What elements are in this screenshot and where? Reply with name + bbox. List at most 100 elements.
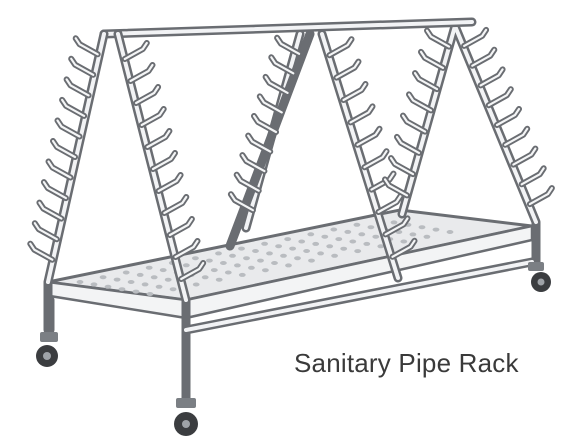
shelf-hole (266, 251, 273, 256)
shelf-hole (298, 239, 306, 244)
shelf-hole (294, 256, 301, 261)
shelf-hole (238, 246, 245, 251)
shelf-hole (201, 275, 209, 280)
shelf-hole (418, 225, 426, 230)
shelf-hole (353, 222, 361, 227)
pipe-hook (247, 134, 272, 153)
pipe-hook (258, 95, 283, 114)
pipe-hook (528, 187, 553, 206)
pipe-hook (42, 181, 67, 200)
pipe-hook (342, 82, 367, 102)
caster-wheels (36, 262, 551, 436)
shelf-hole (321, 234, 329, 239)
shelf-hole (257, 258, 264, 263)
pipe-hook (407, 93, 433, 112)
pipe-hook (384, 217, 409, 236)
pipe-hook (471, 48, 496, 67)
shelf-hole (312, 241, 320, 246)
shelf-hole (136, 272, 144, 277)
pipe-hook (512, 147, 537, 166)
shelf-hole (146, 292, 154, 296)
shelf-hole (215, 251, 222, 256)
pipe-hook (395, 135, 421, 154)
shelf-holes (76, 218, 454, 296)
shelf-hole (243, 256, 250, 261)
pipe-hook (65, 78, 90, 97)
pipe-hook (33, 222, 58, 241)
shelf-hole (284, 237, 292, 242)
shelf-hole (210, 268, 218, 273)
shelf-hole (275, 244, 282, 249)
shelf-hole (252, 249, 259, 253)
pipe-hook (520, 167, 545, 186)
shelf-hole (308, 258, 315, 263)
shelf-hole (423, 234, 431, 239)
pipe-hook (70, 57, 95, 76)
shelf-hole (271, 261, 278, 265)
shelf-hole (238, 272, 246, 277)
shelf-hole (150, 275, 158, 280)
shelf-hole (367, 225, 375, 230)
shelf-hole (358, 232, 366, 237)
shelf-hole (317, 251, 324, 256)
pipe-hook (349, 105, 374, 124)
shelf-hole (229, 253, 236, 258)
pipe-hook (146, 129, 171, 149)
perforated-shelf (46, 208, 534, 320)
shelf-hole (335, 237, 343, 242)
shelf-hole (289, 246, 296, 251)
pipe-hook (479, 68, 504, 87)
pipe-hook (174, 239, 199, 259)
caster-front-right (174, 398, 198, 436)
shelf-hole (145, 265, 153, 270)
shelf-hole (349, 239, 357, 244)
pipe-hook (504, 127, 529, 146)
shelf-hole (220, 261, 227, 265)
pipe-hook (276, 36, 301, 55)
pipe-hook (419, 50, 445, 69)
pipe-hook (229, 193, 254, 212)
shelf-hole (169, 287, 177, 292)
pipe-hook (270, 56, 295, 75)
shelf-hole (122, 270, 130, 275)
pipe-hook (47, 160, 72, 179)
shelf-hole (363, 241, 371, 246)
pipe-hook (413, 72, 439, 91)
pipe-hook (135, 85, 160, 105)
shelf-hole (354, 249, 362, 254)
pipe-hook (401, 114, 427, 133)
shelf-hole (409, 232, 417, 237)
shelf-hole (234, 263, 241, 268)
shelf-hole (118, 287, 126, 292)
shelf-hole (206, 258, 213, 263)
pipe-hook (377, 194, 402, 214)
pipe-hook (180, 261, 205, 281)
pipe-hook (51, 139, 77, 159)
shelf-hole (377, 244, 385, 249)
shelf-hole (159, 268, 167, 273)
shelf-hole (432, 227, 440, 232)
shelf-hole (261, 241, 268, 246)
shelf-hole (224, 270, 232, 275)
shelf-hole (192, 282, 200, 287)
shelf-hole (390, 220, 398, 225)
shelf-hole (215, 277, 223, 282)
caption-text: Sanitary Pipe Rack (294, 348, 519, 378)
caster-back-right (528, 262, 551, 292)
shelf-hole (340, 246, 348, 251)
pipe-hook (38, 201, 63, 220)
caster-front-left (36, 332, 58, 367)
pipe-hook (241, 154, 266, 173)
pipe-hook (140, 107, 165, 127)
pipe-hook (495, 107, 521, 127)
pipe-hook (264, 75, 289, 94)
pipe-hook (391, 239, 416, 258)
shelf-hole (155, 284, 163, 289)
shelf-hole (127, 280, 135, 284)
pipe-hook (370, 172, 395, 191)
pipe-hook (463, 28, 488, 47)
pipe-hook (157, 173, 182, 193)
top-rail (99, 17, 477, 39)
